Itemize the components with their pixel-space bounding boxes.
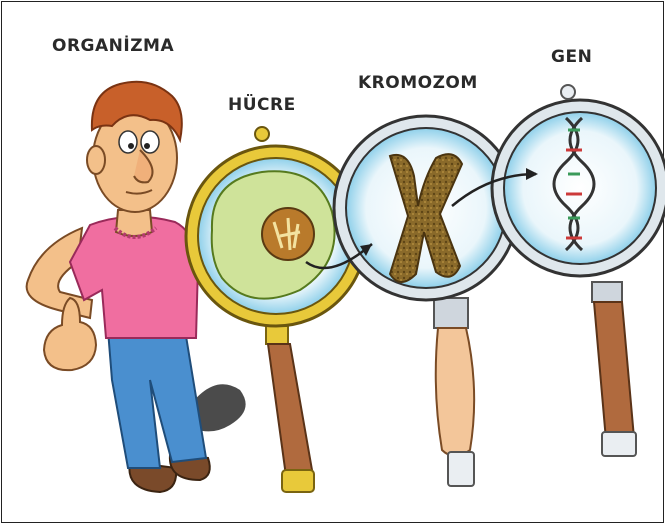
label-gene: GEN bbox=[551, 47, 592, 67]
magnifier-icon bbox=[334, 116, 518, 486]
label-cell: HÜCRE bbox=[228, 93, 296, 115]
label-chromosome: KROMOZOM bbox=[358, 73, 478, 93]
label-organism: ORGANİZMA bbox=[52, 34, 174, 56]
